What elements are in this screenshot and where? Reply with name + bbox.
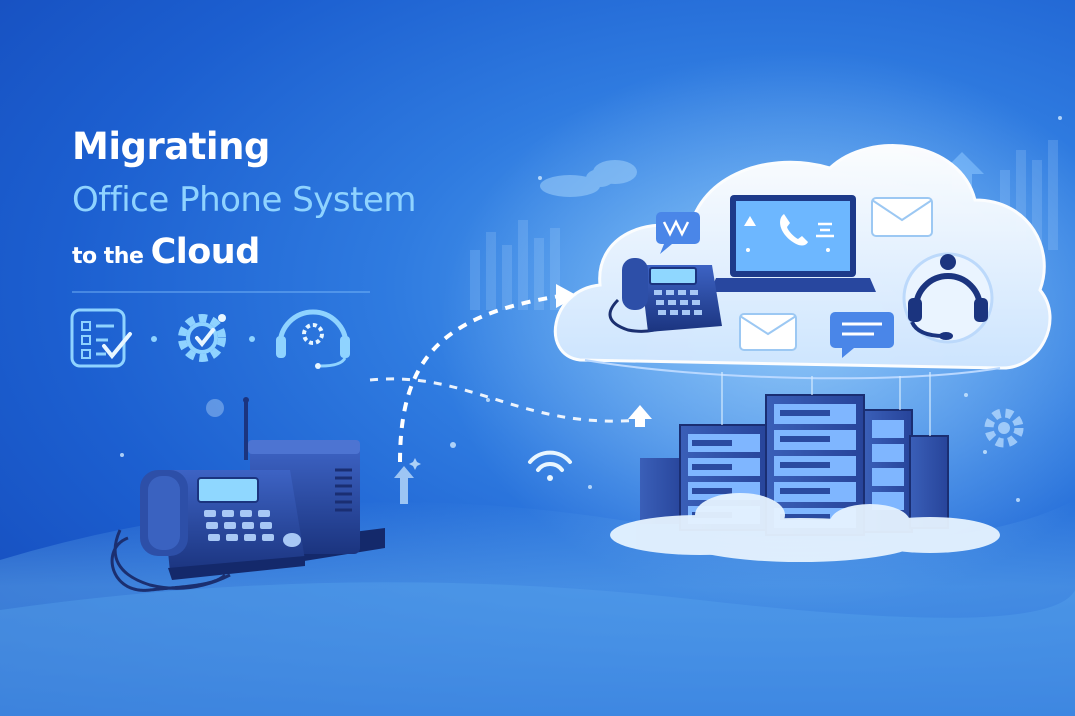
gear-icon — [178, 314, 226, 362]
headline-line-3-emphasis: Cloud — [150, 232, 261, 272]
chat-bubble-icon — [830, 312, 894, 358]
cloud-desk-phone-icon — [608, 258, 722, 333]
wifi-icon — [528, 450, 572, 481]
headline-line-2: Office Phone System — [72, 180, 416, 220]
envelope-icon — [739, 313, 797, 351]
migration-path — [398, 294, 561, 463]
headline-line-3-prefix: to the — [72, 244, 144, 269]
separator-dot — [151, 336, 157, 342]
headline-line-1: Migrating — [72, 125, 270, 168]
headset-support-icon — [276, 309, 350, 369]
separator-dot — [249, 336, 255, 342]
gear-decor-icon — [984, 408, 1024, 448]
laptop-icon — [710, 195, 876, 292]
message-icon — [656, 212, 700, 254]
envelope-icon — [871, 197, 933, 237]
checklist-icon — [70, 308, 132, 368]
desk-phone-icon — [110, 470, 305, 592]
upload-arrow-icon — [940, 152, 984, 192]
headline-line-3: to the Cloud — [72, 232, 260, 272]
headset-icon — [902, 252, 994, 344]
